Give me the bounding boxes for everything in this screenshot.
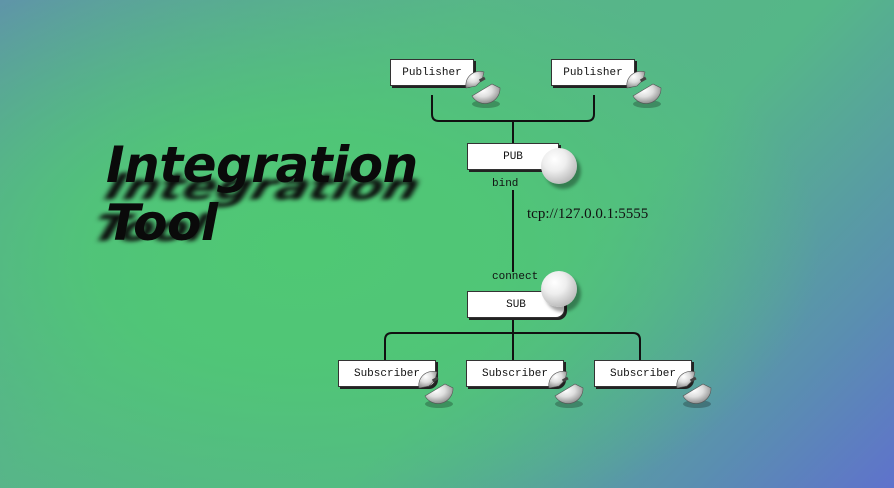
- publisher-box-1[interactable]: Publisher: [390, 59, 474, 86]
- publisher-1-plug-icon: [465, 71, 501, 108]
- subscriber-label-1: Subscriber: [353, 367, 420, 380]
- subscriber-2-plug-icon: [548, 371, 584, 408]
- subscriber-box-3[interactable]: Subscriber: [594, 360, 692, 387]
- subscriber-box-2[interactable]: Subscriber: [466, 360, 564, 387]
- title-block: Integration Tool Integration Tool: [87, 136, 426, 252]
- endpoint-address: tcp://127.0.0.1:5555: [527, 206, 649, 222]
- title-line-1: Integration: [106, 136, 418, 194]
- connect-label: connect: [492, 271, 539, 283]
- pub-sphere-icon: [541, 148, 577, 184]
- publisher-label-2: Publisher: [563, 66, 623, 79]
- subscriber-1-plug-icon: [418, 371, 454, 408]
- title-line-2: Tool: [106, 194, 218, 252]
- bind-label: bind: [492, 178, 519, 190]
- publisher-box-2[interactable]: Publisher: [551, 59, 635, 86]
- publisher-bus: [431, 95, 595, 122]
- publisher-2-plug-icon: [626, 71, 662, 108]
- subscriber-3-plug-icon: [676, 371, 712, 408]
- sub-socket-label: SUB: [506, 298, 526, 311]
- sub-sphere-icon: [541, 271, 577, 307]
- subscriber-label-2: Subscriber: [481, 367, 548, 380]
- publisher-label-1: Publisher: [402, 66, 462, 79]
- subscriber-label-3: Subscriber: [609, 367, 676, 380]
- pub-socket-label: PUB: [503, 150, 523, 163]
